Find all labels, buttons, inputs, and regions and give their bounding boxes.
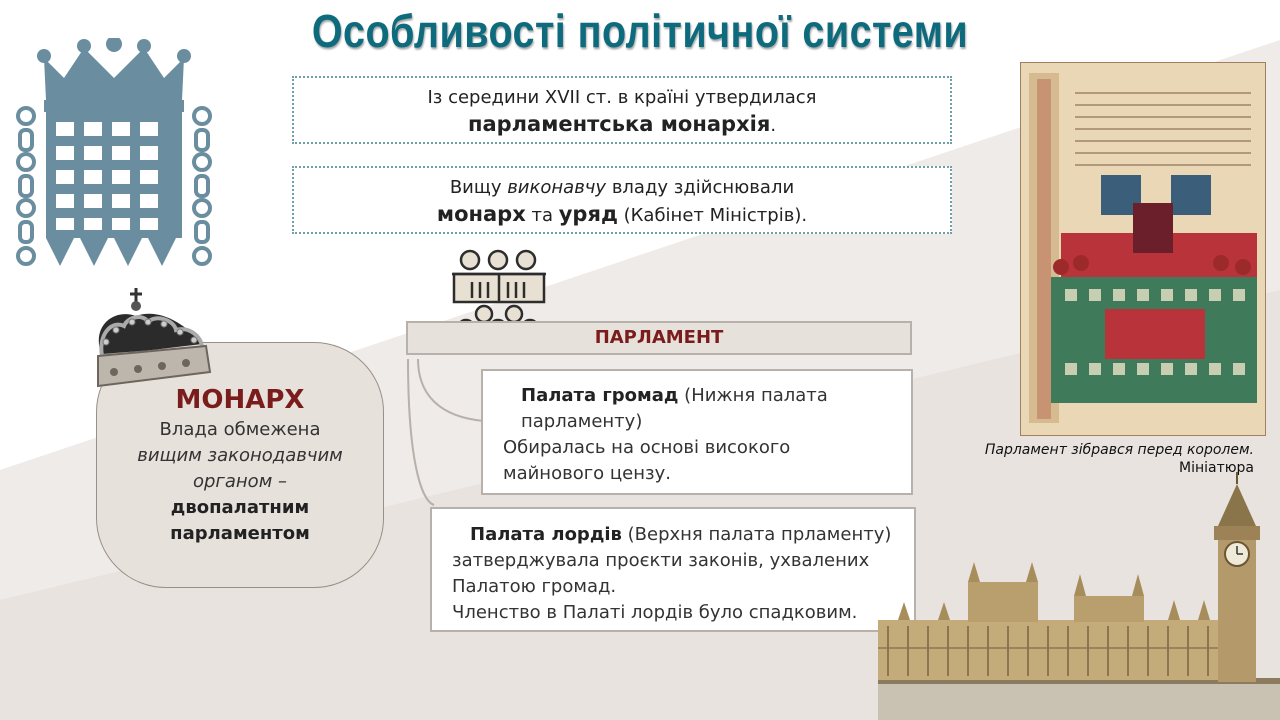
lords-desc2: Членство в Палаті лордів було спадковим. <box>452 602 858 623</box>
statement1-bold: парламентська монархія <box>467 112 771 136</box>
statement2-post: владу здійснювали <box>606 177 795 198</box>
statement2-bold-monarch: монарх <box>436 202 526 226</box>
commons-name: Палата громад <box>521 385 679 406</box>
statement2-italic: виконавчу <box>507 177 607 198</box>
house-of-commons-box: Палата громад (Нижня палата парламенту) … <box>481 369 913 495</box>
caption-italic: Парламент зібрався перед королем. <box>984 442 1254 458</box>
statement1-line1: Із середини XVII ст. в країні утвердилас… <box>427 87 817 108</box>
statement-box-monarchy: Із середини XVII ст. в країні утвердилас… <box>292 76 952 144</box>
commons-rest: (Нижня палата парламенту) <box>521 385 828 432</box>
caption-normal: Мініатюра <box>1179 460 1254 476</box>
monarch-italic: вищим законодавчим органом – <box>137 445 343 492</box>
statement-box-executive: Вищу виконавчу владу здійснювали монарх … <box>292 166 952 234</box>
parliament-header: ПАРЛАМЕНТ <box>406 321 912 355</box>
statement2-bold-government: уряд <box>558 202 618 226</box>
connector-lines <box>407 358 485 506</box>
westminster-palace-image <box>878 472 1280 720</box>
monarch-bold: двопалатним парламентом <box>170 497 310 544</box>
lords-desc1: затверджувала проєкти законів, ухвалених… <box>452 550 870 597</box>
statement1-end: . <box>770 115 777 136</box>
commons-desc: Обиралась на основі високого майнового ц… <box>503 437 791 484</box>
lords-name: Палата лордів <box>470 524 622 545</box>
monarch-card: МОНАРХ Влада обмежена вищим законодавчим… <box>96 342 384 588</box>
monarch-line1: Влада обмежена <box>159 419 321 440</box>
crown-icon <box>97 288 212 388</box>
manuscript-miniature-image <box>1020 62 1266 436</box>
monarch-title: МОНАРХ <box>175 385 305 415</box>
statement2-tail: (Кабінет Міністрів). <box>617 205 808 226</box>
lords-rest: (Верхня палата прламенту) <box>621 524 892 545</box>
statement2-mid: та <box>525 205 559 226</box>
statement2-pre: Вищу <box>449 177 508 198</box>
portcullis-icon <box>16 38 212 266</box>
page-title: Особливості політичної системи <box>311 5 969 57</box>
house-of-lords-box: Палата лордів (Верхня палата прламенту) … <box>430 507 916 632</box>
image-caption: Парламент зібрався перед королем. Мініат… <box>940 441 1254 477</box>
